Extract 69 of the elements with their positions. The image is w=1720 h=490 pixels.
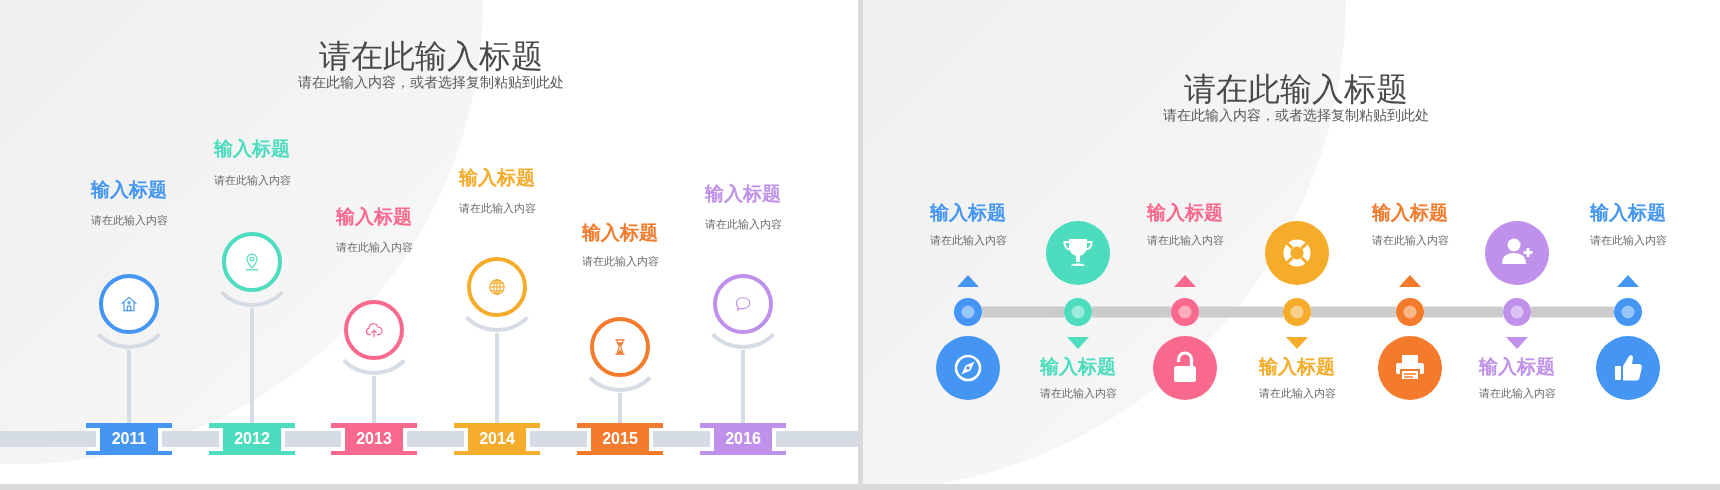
item-title: 输入标题 <box>214 137 290 161</box>
timeline-band <box>1311 306 1396 318</box>
item-description: 请在此输入内容 <box>90 214 168 228</box>
slide-title: 请在此输入标题 <box>1184 69 1408 108</box>
slide-title: 请在此输入标题 <box>319 36 543 75</box>
timeline-band <box>1424 306 1503 318</box>
item-title: 输入标题 <box>1590 201 1666 225</box>
timeline-ring <box>464 255 530 333</box>
timeline-band <box>417 431 454 447</box>
item-title: 输入标题 <box>1040 355 1116 379</box>
year-badge: 2015 <box>577 423 663 455</box>
stem-line <box>618 393 622 423</box>
item-title: 输入标题 <box>582 221 658 245</box>
timeline-band <box>172 431 209 447</box>
item-description: 请在此输入内容 <box>1258 387 1336 401</box>
timeline-band <box>982 306 1064 318</box>
item-title: 输入标题 <box>336 205 412 229</box>
item-description: 请在此输入内容 <box>1039 387 1117 401</box>
item-title: 输入标题 <box>459 166 535 190</box>
year-badge: 2014 <box>454 423 540 455</box>
item-description: 请在此输入内容 <box>704 218 782 232</box>
item-description: 请在此输入内容 <box>1371 234 1449 248</box>
timeline-band <box>0 431 86 447</box>
timeline-dot <box>1171 298 1199 326</box>
slide-panel <box>863 0 1720 484</box>
stem-line <box>495 333 499 423</box>
item-title: 输入标题 <box>1372 201 1448 225</box>
item-description: 请在此输入内容 <box>458 202 536 216</box>
slide-panel <box>0 0 858 484</box>
slide-subtitle: 请在此输入内容，或者选择复制粘贴到此处 <box>298 74 564 92</box>
timeline-band <box>540 431 577 447</box>
year-badge: 2013 <box>331 423 417 455</box>
timeline-ring <box>341 298 407 376</box>
slide-subtitle: 请在此输入内容，或者选择复制粘贴到此处 <box>1163 107 1429 125</box>
item-description: 请在此输入内容 <box>335 241 413 255</box>
item-title: 输入标题 <box>1147 201 1223 225</box>
item-description: 请在此输入内容 <box>1589 234 1667 248</box>
timeline-band <box>1531 306 1614 318</box>
timeline-band <box>1092 306 1171 318</box>
timeline-ring <box>710 272 776 350</box>
year-badge: 2016 <box>700 423 786 455</box>
item-description: 请在此输入内容 <box>213 174 291 188</box>
timeline-band <box>663 431 700 447</box>
stem-line <box>741 350 745 423</box>
timeline-ring <box>96 272 162 350</box>
item-title: 输入标题 <box>705 182 781 206</box>
timeline-dot <box>1396 298 1424 326</box>
item-description: 请在此输入内容 <box>1478 387 1556 401</box>
timeline-ring <box>587 315 653 393</box>
item-title: 输入标题 <box>1479 355 1555 379</box>
stem-line <box>250 308 254 423</box>
item-title: 输入标题 <box>1259 355 1335 379</box>
timeline-dot <box>1614 298 1642 326</box>
item-title: 输入标题 <box>91 178 167 202</box>
timeline-ring <box>219 230 285 308</box>
item-description: 请在此输入内容 <box>929 234 1007 248</box>
year-badge: 2011 <box>86 423 172 455</box>
timeline-dot <box>1503 298 1531 326</box>
timeline-band <box>295 431 331 447</box>
timeline-dot <box>954 298 982 326</box>
item-description: 请在此输入内容 <box>581 255 659 269</box>
stem-line <box>372 376 376 423</box>
item-title: 输入标题 <box>930 201 1006 225</box>
timeline-dot <box>1064 298 1092 326</box>
year-badge: 2012 <box>209 423 295 455</box>
timeline-band <box>786 431 858 447</box>
timeline-band <box>1199 306 1283 318</box>
timeline-dot <box>1283 298 1311 326</box>
item-description: 请在此输入内容 <box>1146 234 1224 248</box>
